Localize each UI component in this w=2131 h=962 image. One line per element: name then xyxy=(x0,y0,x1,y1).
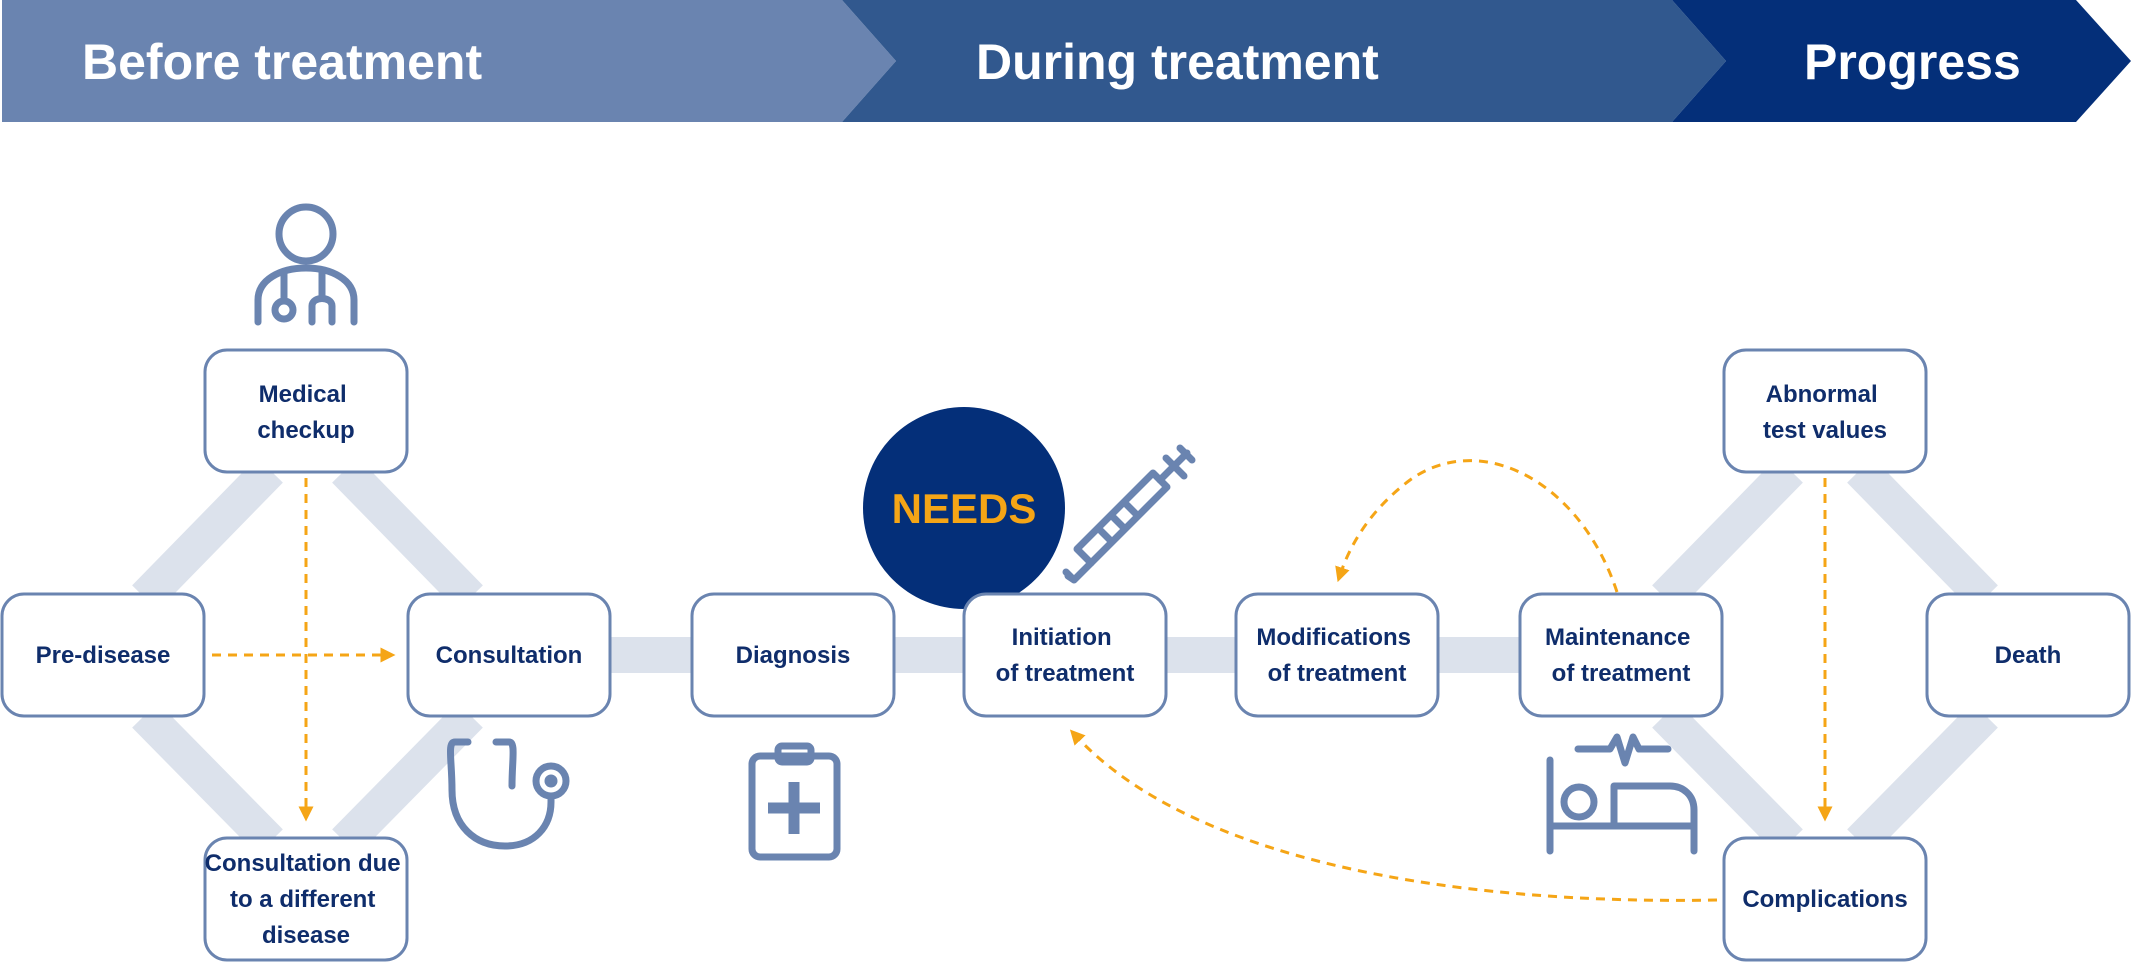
svg-text:Consultation due to a di: Consultation due to a different disease xyxy=(205,850,408,949)
node-abnormal-line-1: Abnormal xyxy=(1766,381,1878,408)
node-abnormal-line-2: test values xyxy=(1763,417,1887,444)
node-medical-checkup-line-1: Medical xyxy=(259,381,347,408)
node-abnormal-test-values: Abnormal test values xyxy=(1722,348,1928,474)
phase-progress-label: Progress xyxy=(1804,34,2021,90)
node-initiation-line-1: Initiation xyxy=(1012,624,1112,651)
arrow-complications-to-initiation xyxy=(1069,729,1718,902)
node-consultation: Consultation xyxy=(406,592,612,718)
svg-text:Initiation of treatment: Initiation of treatment xyxy=(996,624,1135,687)
node-complications-line-1: Complications xyxy=(1742,886,1907,913)
phase-during-chevron xyxy=(842,0,1726,122)
node-death: Death xyxy=(1925,592,2131,718)
phase-before-chevron xyxy=(2,0,896,122)
node-medical-checkup: Medical checkup xyxy=(203,348,409,474)
svg-text:Consultation: Consultation xyxy=(436,642,583,669)
node-consultation-other-disease: Consultation due to a different disease xyxy=(203,836,409,962)
node-diagnosis-line-1: Diagnosis xyxy=(736,642,851,669)
needs-circle xyxy=(863,407,1065,609)
node-maintenance-of-treatment: Maintenance of treatment xyxy=(1518,592,1724,718)
node-maintenance-line-2: of treatment xyxy=(1552,660,1691,687)
phase-before-label: Before treatment xyxy=(82,34,482,90)
doctor-icon xyxy=(254,203,358,326)
clipboard-icon xyxy=(748,742,841,861)
node-complications: Complications xyxy=(1722,836,1928,962)
node-diagnosis: Diagnosis xyxy=(690,592,896,718)
stethoscope-icon xyxy=(447,738,570,850)
node-medical-checkup-line-2: checkup xyxy=(257,417,354,444)
svg-text:Modifications of treatme: Modifications of treatment xyxy=(1256,624,1417,687)
arrow-maintenance-to-modifications xyxy=(1335,459,1619,593)
node-consultation-line-1: Consultation xyxy=(436,642,583,669)
node-pre-disease: Pre-disease xyxy=(0,592,206,718)
svg-text:Maintenance of treatment: Maintenance of treatment xyxy=(1545,624,1697,687)
svg-text:Abnormal test values: Abnormal test values xyxy=(1763,381,1887,444)
node-initiation-line-2: of treatment xyxy=(996,660,1135,687)
needs-badge: NEEDS xyxy=(863,407,1065,609)
phase-banner: Before treatment During treatment Progre… xyxy=(2,0,2131,122)
node-pre-disease-line-1: Pre-disease xyxy=(36,642,171,669)
flow-arrows xyxy=(212,459,1833,902)
svg-text:Medical checkup: Medical checkup xyxy=(257,381,354,444)
node-initiation-of-treatment: Initiation of treatment xyxy=(962,592,1168,718)
syringe-icon xyxy=(1062,444,1196,584)
svg-text:Complications: Complications xyxy=(1742,886,1907,913)
needs-label: NEEDS xyxy=(892,485,1037,532)
svg-text:Pre-disease: Pre-disease xyxy=(36,642,171,669)
svg-text:Death: Death xyxy=(1995,642,2062,669)
node-maintenance-line-1: Maintenance xyxy=(1545,624,1690,651)
node-modifications-of-treatment: Modifications of treatment xyxy=(1234,592,1440,718)
connectors xyxy=(132,457,1998,855)
node-consultation-other-line-3: disease xyxy=(262,922,350,949)
hospital-bed-icon xyxy=(1546,733,1698,855)
node-consultation-other-line-1: Consultation due xyxy=(205,850,401,877)
phase-progress-chevron xyxy=(1672,0,2131,122)
phase-during-label: During treatment xyxy=(976,34,1379,90)
node-modifications-line-1: Modifications xyxy=(1256,624,1411,651)
svg-text:Diagnosis: Diagnosis xyxy=(736,642,851,669)
node-modifications-line-2: of treatment xyxy=(1268,660,1407,687)
node-consultation-other-line-2: to a different xyxy=(230,886,375,913)
node-death-line-1: Death xyxy=(1995,642,2062,669)
